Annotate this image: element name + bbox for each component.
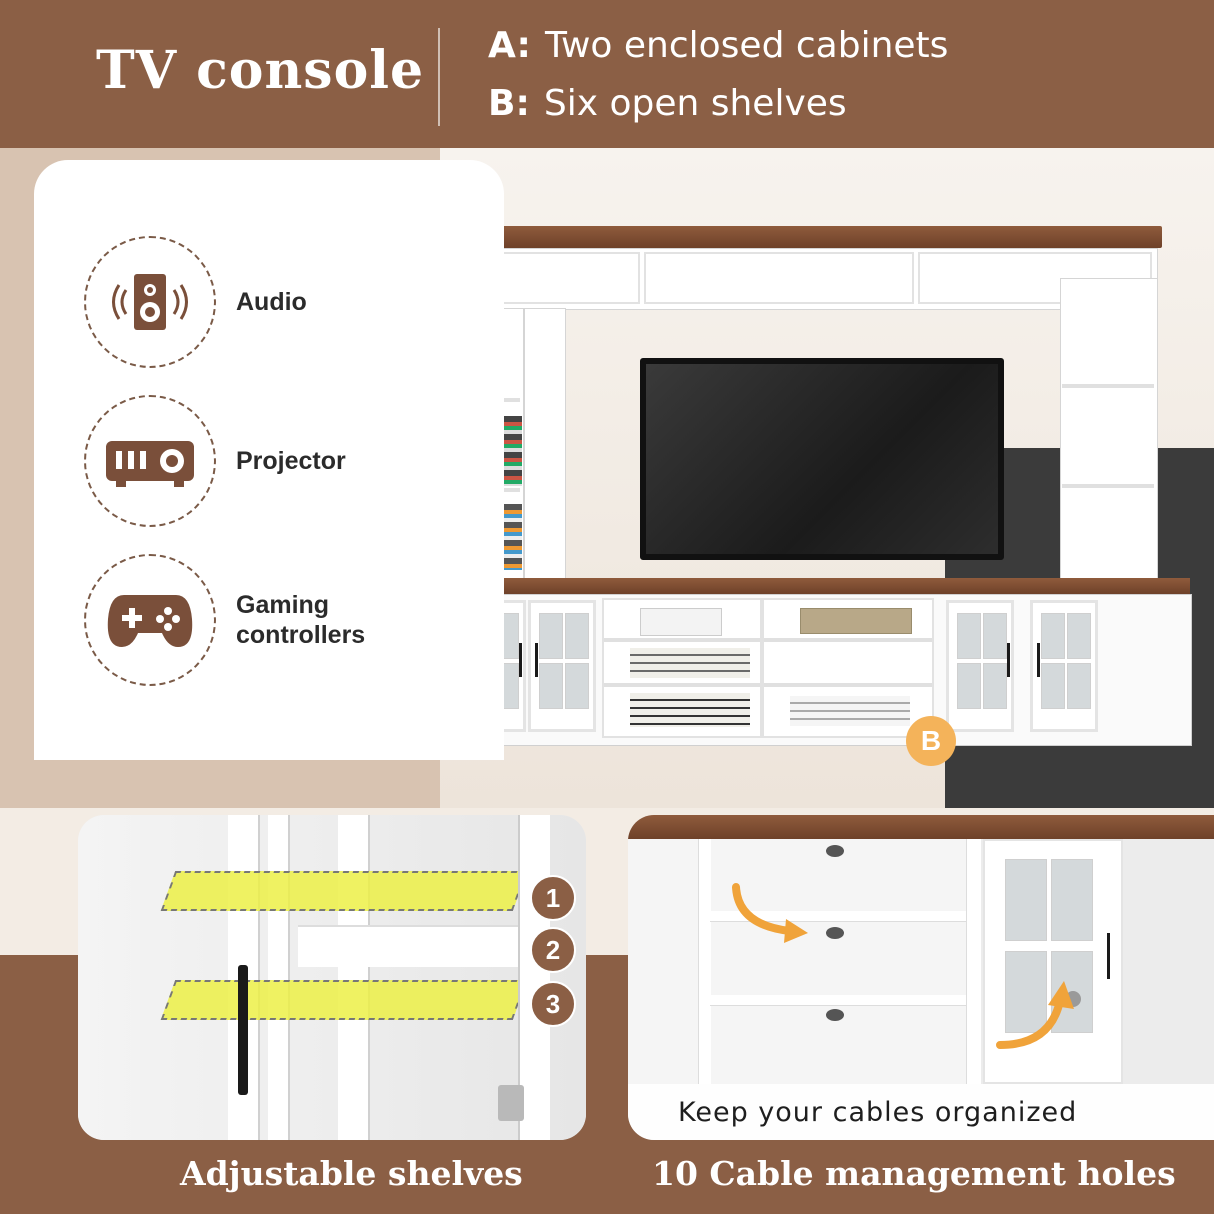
glass-pane [539,613,563,659]
adjustable-shelves-title: Adjustable shelves [180,1154,523,1193]
audio-device [800,608,912,634]
projector-device [640,608,722,636]
use-gaming-label-line2: controllers [236,621,366,649]
detail-adjustable-shelves: 1 2 3 [78,815,586,1140]
cabinet-door[interactable] [528,600,596,732]
open-shelf [764,638,932,642]
hutch-top [462,226,1162,248]
arrow-icon [732,883,808,943]
left-panel [524,308,566,580]
book-stack [790,696,910,726]
glass-pane [1005,859,1047,941]
feature-b-text: Six open shelves [543,83,847,124]
shelf [710,995,966,1006]
cable-hole [826,845,844,857]
cabinet-door[interactable] [946,600,1014,732]
fixed-shelf [298,925,522,967]
shelf-number-3: 3 [530,981,576,1027]
caption-strip [628,1084,1214,1140]
open-shelf [764,683,932,687]
door-handle[interactable] [1007,643,1010,677]
shelf-number-1: 1 [530,875,576,921]
shelf [710,911,966,922]
book-stack [630,693,750,727]
shelf-number-2: 2 [530,927,576,973]
use-projector-label: Projector [236,447,346,475]
open-shelf [604,683,760,687]
glass-pane [957,663,981,709]
door-handle[interactable] [519,643,522,677]
open-compartment [628,839,978,1084]
cable-hole [826,927,844,939]
use-gaming-label: Gaming controllers [236,590,365,650]
book-stack [630,648,750,678]
door-handle[interactable] [1107,933,1110,979]
glass-pane [983,613,1007,659]
title-divider [438,28,440,126]
glass-pane [1041,613,1065,659]
glass-pane [1041,663,1065,709]
door-frame [338,815,370,1140]
door-handle[interactable] [535,643,538,677]
arrow-icon [996,981,1074,1049]
upper-cubby [644,252,914,304]
tower-shelf [1062,384,1154,388]
console-top [628,815,1214,839]
use-gaming-label-line1: Gaming [236,591,330,619]
speaker-icon [84,236,216,368]
feature-b-key: B: [488,83,530,124]
feature-a: A: Two enclosed cabinets [488,25,948,66]
tower-shelf [1062,484,1154,488]
glass-pane [983,663,1007,709]
detail-cable-holes: Keep your cables organized [628,815,1214,1140]
shelf-position-3 [160,980,528,1020]
glass-pane [1051,859,1093,941]
television [640,358,1004,560]
feature-b: B: Six open shelves [488,83,847,124]
open-shelf [604,638,760,642]
console-top [450,578,1190,594]
right-tower [1060,278,1158,580]
glass-pane [565,613,589,659]
use-gaming: Gaming controllers [84,554,365,686]
glass-pane [957,613,981,659]
glass-pane [1005,951,1047,1033]
divider [698,839,711,1084]
use-audio: Audio [84,236,307,368]
glass-pane [565,663,589,709]
feature-a-text: Two enclosed cabinets [544,25,949,66]
cable-hole [826,1009,844,1021]
page-title: TV console [96,40,425,101]
use-projector: Projector [84,395,346,527]
gamepad-icon [84,554,216,686]
product-scene: A B [440,148,1214,808]
door-handle[interactable] [1037,643,1040,677]
cable-caption: Keep your cables organized [678,1097,1078,1128]
use-audio-label: Audio [236,288,307,316]
door-frame [268,815,290,1140]
cable-holes-title: 10 Cable management holes [652,1154,1176,1193]
uses-panel: Audio Projector [34,160,504,760]
shelf-position-1 [160,871,528,911]
door-handle[interactable] [238,965,248,1095]
cabinet-door[interactable] [1030,600,1098,732]
glass-pane [539,663,563,709]
glass-pane [1067,663,1091,709]
projector-icon [84,395,216,527]
glass-pane [1067,613,1091,659]
divider [966,839,981,1084]
header-banner: TV console A: Two enclosed cabinets B: Six… [0,0,1214,148]
hinge [498,1085,524,1121]
feature-a-key: A: [488,25,531,66]
marker-b: B [906,716,956,766]
